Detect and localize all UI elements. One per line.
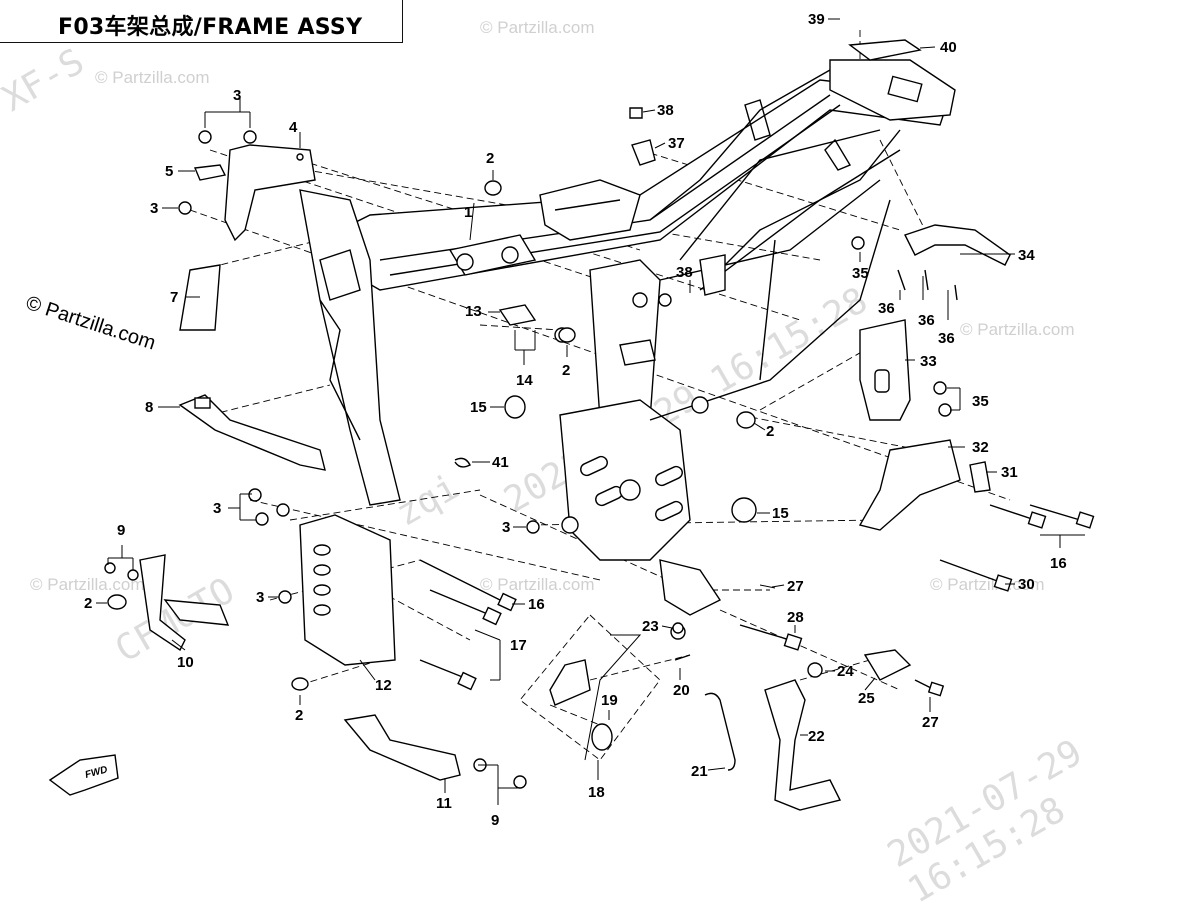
callout-leaders [96, 18, 1085, 805]
callout-33: 33 [920, 353, 937, 370]
fwd-arrow: FWD [48, 754, 119, 796]
callout-3: 3 [213, 500, 221, 517]
callout-39: 39 [808, 11, 825, 28]
callout-29: 28 [787, 609, 804, 626]
callout-9: 9 [117, 522, 125, 539]
callout-23: 23 [642, 618, 659, 635]
callout-12: 12 [375, 677, 392, 694]
callout-15: 15 [772, 505, 789, 522]
callout-3: 3 [502, 519, 510, 536]
callout-7: 7 [170, 289, 178, 306]
callout-3: 3 [233, 87, 241, 104]
callout-16: 16 [1050, 555, 1067, 572]
callout-2: 2 [766, 423, 774, 440]
callout-27: 27 [922, 714, 939, 731]
callout-34: 34 [1018, 247, 1035, 264]
callout-1: 1 [464, 204, 472, 221]
callout-38: 38 [676, 264, 693, 281]
callout-11: 11 [436, 795, 452, 812]
callout-37: 37 [668, 135, 685, 152]
callout-36: 36 [938, 330, 955, 347]
callout-19: 19 [601, 692, 618, 709]
callout-24: 24 [837, 663, 854, 680]
callout-20: 20 [673, 682, 690, 699]
callout-32: 32 [972, 439, 989, 456]
callout-28: 27 [787, 578, 804, 595]
callout-41: 41 [492, 454, 509, 471]
callout-9: 9 [491, 812, 499, 829]
frame-assembly-diagram: FWD [48, 11, 1095, 829]
watermark: © Partzilla.com [480, 18, 595, 37]
callout-22: 22 [808, 728, 825, 745]
callout-35: 35 [852, 265, 869, 282]
callout-25: 25 [858, 690, 875, 707]
callout-10: 10 [177, 654, 194, 671]
watermark: © Partzilla.com [30, 575, 145, 594]
watermark: © Partzilla.com [960, 320, 1075, 339]
callout-2: 2 [562, 362, 570, 379]
callout-38: 38 [657, 102, 674, 119]
callout-16: 16 [528, 596, 545, 613]
title-box: F03车架总成/FRAME ASSY [0, 0, 403, 43]
callout-8: 8 [145, 399, 153, 416]
callout-numbers: 3 4 5 3 7 8 9 2 10 3 3 2 12 11 9 1 2 13 … [84, 11, 1067, 829]
callout-36: 36 [918, 312, 935, 329]
callout-35: 35 [972, 393, 989, 410]
callout-36: 36 [878, 300, 895, 317]
watermark: © Partzilla.com [930, 575, 1045, 594]
callout-17: 17 [510, 637, 527, 654]
callout-18: 18 [588, 784, 605, 801]
callout-3: 3 [150, 200, 158, 217]
callout-21: 21 [691, 763, 708, 780]
watermark: © Partzilla.com [95, 68, 210, 87]
callout-2: 2 [84, 595, 92, 612]
callout-5: 5 [165, 163, 173, 180]
callout-2: 2 [486, 150, 494, 167]
callout-31: 31 [1001, 464, 1018, 481]
callout-3: 3 [256, 589, 264, 606]
right-parts [519, 224, 1095, 811]
watermark: © Partzilla.com [480, 575, 595, 594]
main-frame [299, 39, 956, 561]
callout-30: 30 [1018, 576, 1035, 593]
left-parts [104, 130, 576, 789]
callout-13: 13 [465, 303, 482, 320]
callout-2: 2 [295, 707, 303, 724]
callout-15: 15 [470, 399, 487, 416]
callout-4: 4 [289, 119, 298, 136]
callout-14: 14 [516, 372, 533, 389]
callout-40: 40 [940, 39, 957, 56]
diagram-title: F03车架总成/FRAME ASSY [58, 15, 363, 40]
